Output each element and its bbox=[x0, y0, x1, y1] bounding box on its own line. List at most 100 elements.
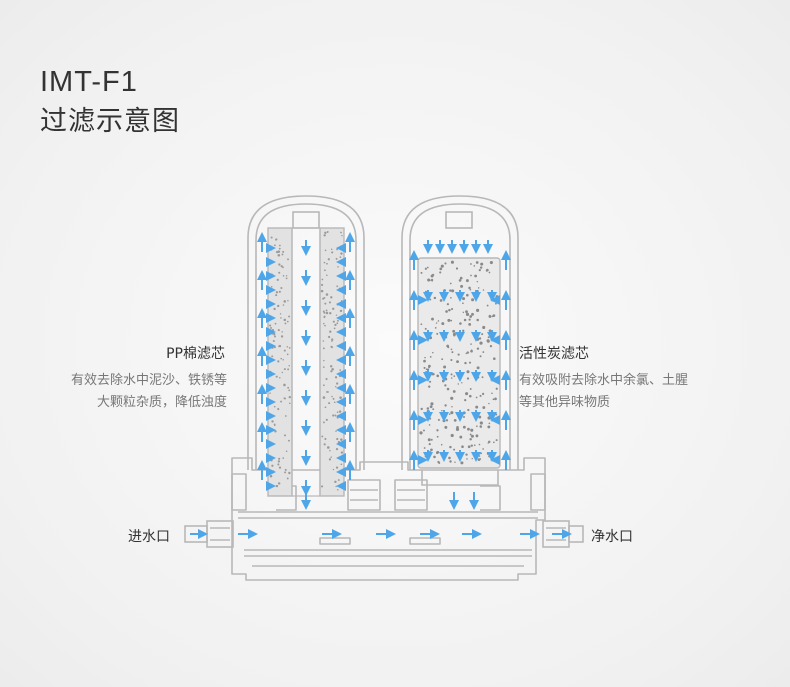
media-speck bbox=[288, 395, 291, 399]
carbon-granule bbox=[467, 445, 471, 449]
media-speck bbox=[280, 286, 283, 290]
media-speck bbox=[340, 252, 343, 255]
carbon-granule bbox=[468, 286, 471, 290]
carbon-granule bbox=[433, 455, 436, 459]
media-speck bbox=[283, 383, 286, 387]
carbon-granule bbox=[464, 361, 467, 365]
carbon-granule bbox=[482, 289, 485, 291]
carbon-granule bbox=[479, 341, 483, 345]
media-speck bbox=[324, 324, 326, 327]
media-speck bbox=[326, 231, 329, 233]
media-speck bbox=[270, 459, 273, 462]
carbon-granule bbox=[447, 346, 450, 349]
inlet-label: 进水口 bbox=[128, 529, 170, 545]
carbon-granule bbox=[468, 322, 472, 326]
carbon-desc-line-2: 等其他异味物质 bbox=[519, 395, 611, 410]
media-speck bbox=[287, 300, 289, 302]
carbon-granule bbox=[429, 356, 432, 358]
media-speck bbox=[323, 311, 326, 314]
media-speck bbox=[270, 285, 273, 288]
media-speck bbox=[324, 302, 327, 305]
media-speck bbox=[280, 357, 283, 360]
carbon-granule bbox=[470, 428, 474, 432]
carbon-granule bbox=[469, 387, 472, 390]
media-speck bbox=[328, 335, 331, 339]
media-speck bbox=[326, 274, 328, 277]
carbon-granule bbox=[462, 411, 466, 415]
media-speck bbox=[323, 359, 325, 362]
media-speck bbox=[323, 234, 326, 237]
media-speck bbox=[320, 289, 324, 293]
media-speck bbox=[277, 329, 280, 332]
carbon-granule bbox=[428, 451, 432, 454]
media-speck bbox=[335, 430, 337, 432]
media-speck bbox=[277, 407, 280, 411]
media-speck bbox=[282, 358, 284, 361]
carbon-granule bbox=[436, 374, 440, 378]
carbon-granule bbox=[479, 355, 482, 358]
media-speck bbox=[287, 368, 290, 371]
carbon-granule bbox=[429, 405, 433, 409]
carbon-granule bbox=[423, 359, 426, 363]
pp-desc-line-2: 大颗粒杂质，降低浊度 bbox=[96, 395, 227, 410]
carbon-granule bbox=[477, 287, 480, 289]
media-speck bbox=[273, 307, 276, 311]
carbon-granule bbox=[450, 358, 453, 362]
carbon-granule bbox=[487, 453, 489, 455]
carbon-granule bbox=[468, 361, 472, 364]
media-speck bbox=[282, 266, 284, 269]
carbon-granule bbox=[464, 398, 467, 402]
carbon-granule bbox=[426, 407, 430, 410]
carbon-granule bbox=[476, 308, 480, 312]
media-speck bbox=[283, 318, 287, 322]
media-speck bbox=[279, 313, 282, 315]
carbon-granule bbox=[439, 267, 443, 271]
carbon-granule bbox=[477, 376, 480, 379]
media-speck bbox=[332, 320, 335, 323]
media-speck bbox=[277, 253, 281, 257]
media-speck bbox=[287, 439, 290, 442]
media-speck bbox=[275, 291, 279, 294]
pp-cotton-left bbox=[267, 227, 293, 497]
carbon-granule bbox=[465, 312, 470, 316]
media-speck bbox=[320, 283, 324, 287]
media-speck bbox=[283, 349, 286, 352]
media-speck bbox=[333, 401, 336, 404]
carbon-granule bbox=[458, 279, 462, 282]
media-speck bbox=[324, 406, 327, 409]
carbon-granule bbox=[479, 266, 483, 269]
media-speck bbox=[329, 330, 332, 333]
carbon-granule bbox=[491, 315, 494, 318]
carbon-granule bbox=[476, 318, 479, 322]
media-speck bbox=[332, 468, 335, 471]
media-speck bbox=[288, 471, 291, 475]
media-speck bbox=[278, 247, 281, 250]
media-speck bbox=[331, 251, 334, 254]
media-speck bbox=[274, 335, 277, 338]
carbon-granule bbox=[423, 447, 426, 449]
media-speck bbox=[273, 405, 276, 408]
media-speck bbox=[280, 317, 282, 319]
media-speck bbox=[270, 326, 273, 329]
carbon-granule bbox=[486, 268, 489, 272]
carbon-granule bbox=[460, 284, 464, 288]
carbon-granule bbox=[448, 456, 451, 460]
media-speck bbox=[323, 261, 326, 264]
carbon-granule bbox=[446, 387, 450, 391]
media-speck bbox=[269, 370, 272, 373]
media-speck bbox=[336, 322, 339, 325]
media-speck bbox=[278, 290, 281, 293]
carbon-granule bbox=[488, 455, 491, 458]
carbon-granule bbox=[486, 304, 489, 307]
carbon-granule bbox=[495, 295, 499, 299]
media-speck bbox=[278, 263, 281, 266]
media-speck bbox=[337, 319, 339, 322]
carbon-granule bbox=[430, 448, 433, 452]
carbon-granule bbox=[434, 327, 437, 329]
media-speck bbox=[272, 339, 275, 343]
media-speck bbox=[284, 322, 287, 325]
media-speck bbox=[284, 415, 287, 417]
carbon-granule bbox=[478, 371, 481, 374]
media-speck bbox=[336, 285, 339, 288]
title-block: IMT-F1 过滤示意图 bbox=[40, 64, 180, 140]
